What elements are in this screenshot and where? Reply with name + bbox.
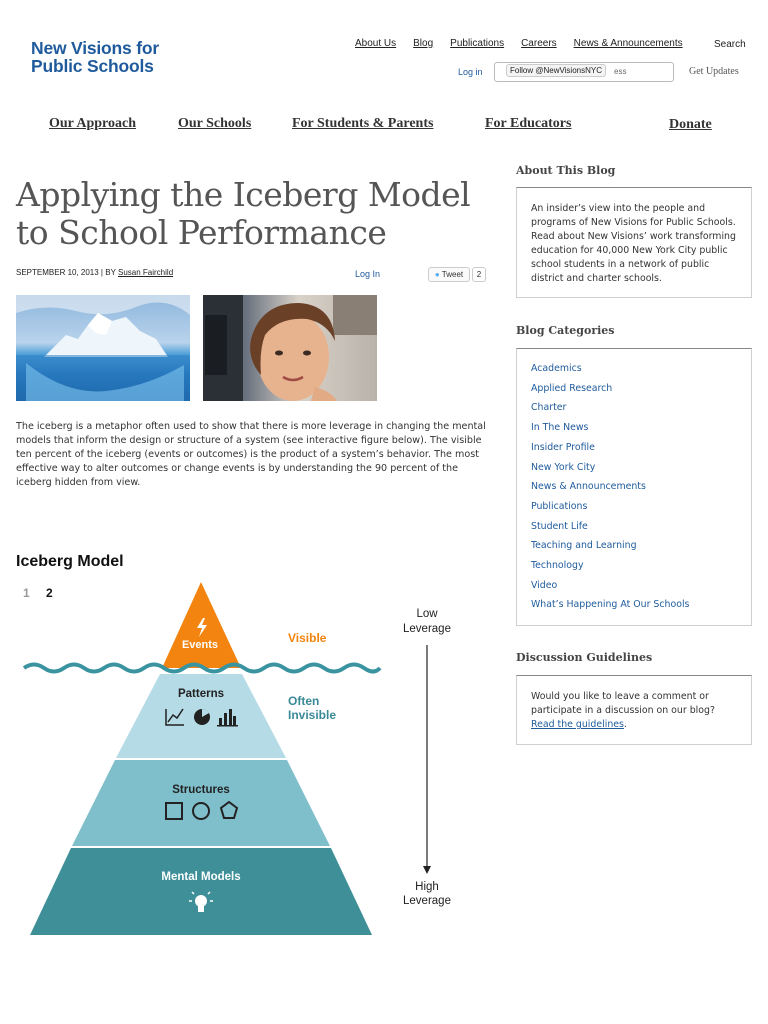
category-insider-profile[interactable]: Insider Profile — [531, 441, 595, 453]
twitter-follow-button[interactable]: Follow @NewVisionsNYC — [506, 64, 606, 77]
login-link[interactable]: Log in — [458, 67, 483, 77]
mental-models-layer[interactable] — [30, 848, 372, 935]
about-blog-heading: About This Blog — [516, 164, 616, 177]
category-applied-research[interactable]: Applied Research — [531, 382, 613, 394]
circle-icon — [192, 802, 210, 820]
article-body: The iceberg is a metaphor often used to … — [16, 421, 486, 488]
invisible-label: Invisible — [288, 708, 336, 722]
low-leverage-label: Leverage — [403, 623, 451, 635]
nav-students-parents[interactable]: For Students & Parents — [292, 116, 434, 131]
nav-our-schools[interactable]: Our Schools — [178, 116, 252, 131]
blog-categories-heading: Blog Categories — [516, 324, 615, 337]
blog-categories-box: Academics Applied Research Charter In Th… — [516, 348, 752, 626]
water-line — [22, 662, 382, 674]
site-logo[interactable]: New Visions for Public Schools — [31, 39, 159, 75]
nav-careers[interactable]: Careers — [521, 38, 557, 49]
twitter-bird-icon: ● — [434, 270, 440, 279]
arrow-head — [423, 866, 431, 874]
events-label: Events — [182, 639, 218, 651]
patterns-label: Patterns — [178, 688, 224, 700]
search-link[interactable]: Search — [714, 39, 746, 50]
utility-nav: About Us Blog Publications Careers News … — [355, 38, 700, 49]
figure-page-1[interactable]: 1 — [23, 586, 30, 600]
category-list: Academics Applied Research Charter In Th… — [517, 349, 751, 625]
nav-publications[interactable]: Publications — [450, 38, 505, 49]
byline-date: SEPTEMBER 10, 2013 | BY — [16, 268, 116, 277]
tweet-count: 2 — [472, 267, 486, 282]
guidelines-period: . — [623, 719, 627, 730]
discussion-guidelines-box: Would you like to leave a comment or par… — [516, 675, 752, 745]
bar-chart-icon — [217, 709, 238, 727]
about-blog-text: An insider’s view into the people and pr… — [531, 203, 736, 284]
iceberg-diagram: Events Visible Patterns Often Invisible … — [22, 582, 451, 935]
category-new-york-city[interactable]: New York City — [531, 461, 596, 473]
email-input-text: ess — [614, 67, 627, 76]
discussion-text: Would you like to leave a comment or par… — [531, 691, 715, 716]
pentagon-icon — [219, 800, 239, 819]
discussion-text-block: Would you like to leave a comment or par… — [517, 676, 751, 742]
get-updates-button[interactable]: Get Updates — [689, 66, 739, 77]
nav-our-approach[interactable]: Our Approach — [49, 116, 137, 131]
article-title: Applying the Iceberg Model to School Per… — [16, 175, 471, 252]
iceberg-model-heading: Iceberg Model — [16, 553, 124, 570]
article-login-link[interactable]: Log In — [355, 269, 381, 279]
author-link[interactable]: Susan Fairchild — [118, 268, 174, 277]
category-news-announcements[interactable]: News & Announcements — [531, 481, 646, 493]
nav-news-announcements[interactable]: News & Announcements — [573, 38, 683, 49]
category-in-the-news[interactable]: In The News — [531, 422, 589, 434]
read-guidelines-link[interactable]: Read the guidelines — [531, 719, 624, 730]
byline: SEPTEMBER 10, 2013 | BY Susan Fairchild — [16, 268, 173, 277]
category-video[interactable]: Video — [531, 579, 558, 591]
square-icon — [165, 802, 183, 820]
line-chart-icon — [165, 708, 184, 726]
about-blog-box: An insider’s view into the people and pr… — [516, 187, 752, 298]
discussion-guidelines-heading: Discussion Guidelines — [516, 651, 653, 664]
category-teaching-learning[interactable]: Teaching and Learning — [531, 540, 637, 552]
mental-models-label: Mental Models — [161, 871, 240, 883]
nav-donate[interactable]: Donate — [669, 117, 712, 132]
lightning-icon — [197, 618, 207, 637]
iceberg-photo — [16, 295, 190, 401]
logo-line-1: New Visions for — [31, 38, 159, 58]
nav-blog[interactable]: Blog — [413, 38, 434, 49]
figure-page-2[interactable]: 2 — [46, 586, 53, 600]
tweet-label: Tweet — [441, 270, 464, 279]
category-publications[interactable]: Publications — [531, 500, 588, 512]
lightbulb-icon — [189, 891, 213, 912]
nav-educators[interactable]: For Educators — [485, 116, 572, 131]
category-academics[interactable]: Academics — [531, 363, 582, 374]
logo-line-2: Public Schools — [31, 56, 154, 76]
visible-label: Visible — [288, 631, 327, 645]
low-label: Low — [416, 608, 438, 620]
nav-about-us[interactable]: About Us — [355, 38, 397, 49]
author-photo — [203, 295, 377, 401]
category-charter[interactable]: Charter — [531, 402, 567, 414]
category-student-life[interactable]: Student Life — [531, 520, 588, 532]
high-label: High — [415, 881, 439, 893]
structures-label: Structures — [172, 784, 230, 796]
pie-chart-icon — [194, 708, 210, 725]
often-label: Often — [288, 694, 319, 708]
tweet-button[interactable]: ● Tweet — [428, 267, 470, 282]
category-technology[interactable]: Technology — [531, 560, 584, 572]
high-leverage-label: Leverage — [403, 895, 451, 907]
category-whats-happening[interactable]: What’s Happening At Our Schools — [531, 599, 690, 611]
